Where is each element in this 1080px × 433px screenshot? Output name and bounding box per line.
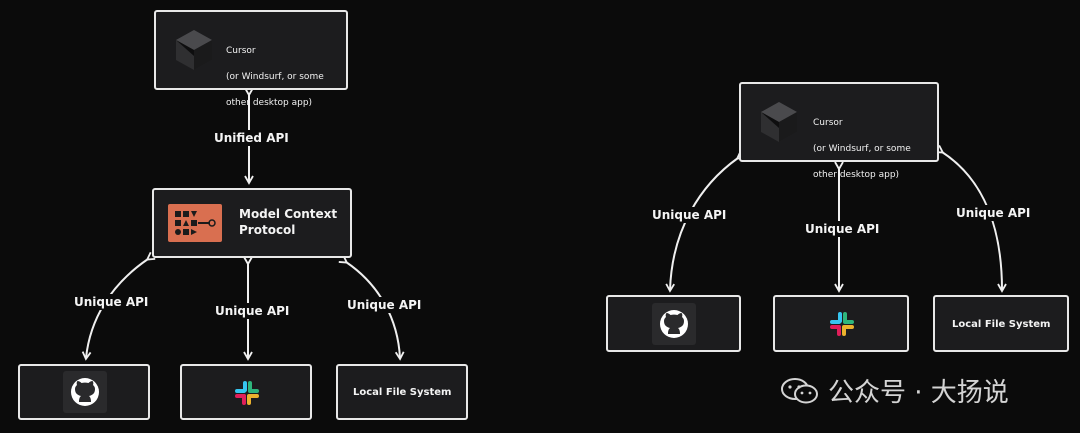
right-localfs-box: Local File System [933, 295, 1069, 352]
left-localfs-box: Local File System [336, 364, 468, 420]
edge-label-slack: Unique API [213, 303, 292, 319]
mcp-logo-icon [168, 204, 222, 242]
mcp-title: Model Context Protocol [239, 207, 338, 237]
arrow-right-client-to-localfs [934, 144, 1007, 293]
watermark: 公众号 · 大扬说 [780, 372, 1009, 409]
left-slack-box [180, 364, 312, 420]
slack-icon [235, 381, 259, 405]
github-tile [652, 303, 696, 345]
client-name: Cursor [813, 118, 843, 128]
client-desc-line1: (or Windsurf, or some [813, 144, 911, 154]
client-desc-line2: other desktop app) [226, 98, 313, 108]
local-fs-label: Local File System [952, 319, 1051, 330]
client-desc-line2: other desktop app) [813, 170, 900, 180]
left-client-text: Cursor (or Windsurf, or some other deskt… [226, 32, 324, 123]
right-edge-label-slack: Unique API [803, 221, 882, 237]
github-icon [71, 378, 99, 406]
arrow-right-client-to-github [665, 150, 746, 293]
watermark-text: 公众号 · 大扬说 [828, 378, 1009, 408]
left-github-box [18, 364, 150, 420]
right-client-text: Cursor (or Windsurf, or some other deskt… [813, 104, 911, 195]
right-edge-label-github: Unique API [650, 207, 729, 223]
client-name: Cursor [226, 46, 256, 56]
left-client-box: Cursor (or Windsurf, or some other deskt… [154, 10, 348, 108]
local-fs-label: Local File System [353, 387, 452, 398]
edge-label-github: Unique API [72, 294, 151, 310]
right-slack-box [773, 295, 909, 352]
client-desc-line1: (or Windsurf, or some [226, 72, 324, 82]
slack-icon [830, 312, 854, 336]
right-client-box: Cursor (or Windsurf, or some other deskt… [739, 82, 939, 180]
cursor-cube-icon [761, 102, 797, 142]
edge-label-localfs: Unique API [345, 297, 424, 313]
cursor-cube-icon [176, 30, 212, 70]
github-icon [660, 310, 688, 338]
wechat-icon [781, 377, 818, 403]
right-edge-label-localfs: Unique API [954, 205, 1033, 221]
unified-api-label: Unified API [212, 130, 291, 146]
mcp-hub-box: Model Context Protocol [152, 188, 352, 258]
right-github-box [606, 295, 741, 352]
github-tile [63, 371, 107, 413]
